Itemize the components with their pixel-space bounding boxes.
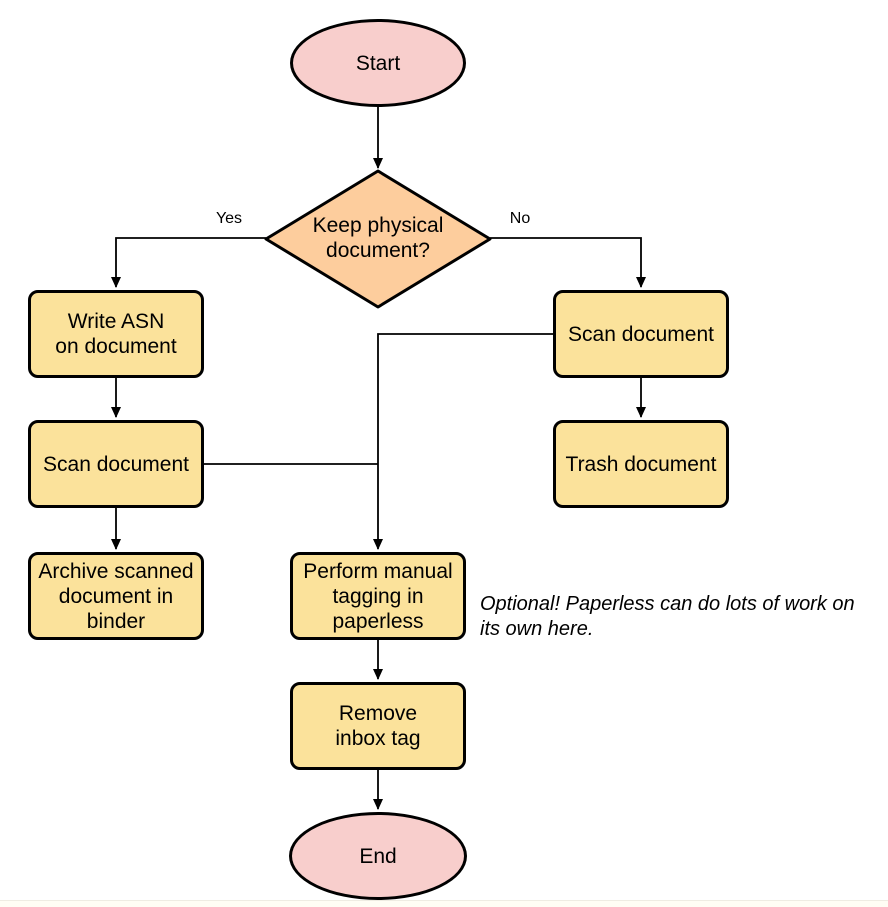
- node-write-asn: Write ASN on document: [28, 290, 204, 378]
- node-start-label: Start: [355, 51, 401, 75]
- node-start: Start: [290, 19, 466, 107]
- node-trash-document: Trash document: [553, 420, 729, 508]
- node-remove-inbox-tag: Remove inbox tag: [290, 682, 466, 770]
- bottom-strip: [0, 901, 888, 907]
- node-manual-tagging-label: Perform manual tagging in paperless: [303, 559, 453, 633]
- node-trash-document-label: Trash document: [565, 452, 717, 476]
- node-archive-binder: Archive scanned document in binder: [28, 552, 204, 640]
- edge-decision-to-write-asn: [111, 237, 266, 288]
- node-write-asn-label: Write ASN on document: [55, 310, 177, 358]
- node-scan-document-left-label: Scan document: [43, 452, 189, 476]
- yes-edge-label: Yes: [215, 210, 243, 227]
- node-scan-document-right: Scan document: [553, 290, 729, 378]
- node-decision: Keep physical document?: [266, 173, 490, 303]
- optional-note: Optional! Paperless can do lots of work …: [480, 593, 855, 640]
- node-decision-label: Keep physical document?: [312, 214, 444, 262]
- decision-diamond-shape: [264, 169, 492, 309]
- no-edge-label: No: [509, 210, 531, 227]
- node-end: End: [289, 812, 467, 900]
- bottom-divider: [0, 900, 888, 901]
- node-scan-document-left: Scan document: [28, 420, 204, 508]
- node-end-label: End: [359, 844, 397, 868]
- edge-decision-to-scan-right: [490, 237, 646, 288]
- node-remove-inbox-tag-label: Remove inbox tag: [335, 702, 421, 750]
- edge-scan-right-to-tagging: [373, 333, 553, 550]
- node-archive-binder-label: Archive scanned document in binder: [38, 559, 194, 633]
- node-manual-tagging: Perform manual tagging in paperless: [290, 552, 466, 640]
- node-scan-document-right-label: Scan document: [568, 322, 714, 346]
